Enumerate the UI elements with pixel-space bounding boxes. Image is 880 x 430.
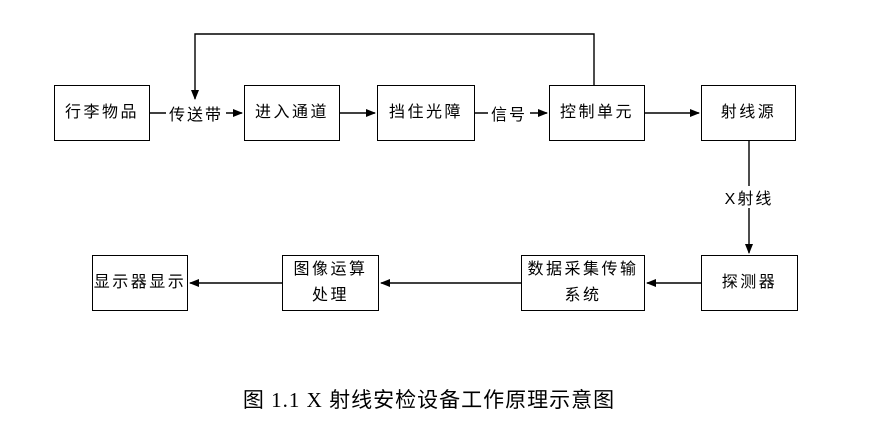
node-label: 进入通道 — [254, 104, 329, 121]
node-label-line1: 图像运算 — [293, 261, 368, 278]
edge-label-x-ray: X射线 — [722, 186, 776, 208]
figure-caption: 图 1.1 X 射线安检设备工作原理示意图 — [242, 388, 616, 412]
edge-label-text: 信号 — [490, 107, 527, 124]
node-label: 显示器显示 — [93, 274, 187, 291]
node-label: 挡住光障 — [388, 104, 463, 121]
node-label-line2: 系统 — [564, 287, 602, 304]
edge-label-signal: 信号 — [488, 102, 530, 124]
node-label: 行李物品 — [64, 104, 139, 121]
node-ray-source: 射线源 — [701, 85, 796, 141]
node-label: 控制单元 — [559, 104, 634, 121]
node-detector: 探测器 — [701, 255, 798, 311]
edge-label-conveyor-belt: 传送带 — [166, 101, 226, 124]
edge-label-text: X射线 — [724, 191, 774, 208]
edge-label-text: 传送带 — [168, 106, 223, 124]
node-luggage: 行李物品 — [54, 85, 150, 141]
node-label-line2: 处理 — [311, 287, 349, 304]
edge-control-feedback-to-conveyor — [191, 33, 595, 100]
node-block-barrier: 挡住光障 — [377, 85, 475, 141]
node-label: 射线源 — [720, 104, 777, 121]
node-image-processing: 图像运算 处理 — [282, 255, 379, 311]
node-enter-channel: 进入通道 — [244, 85, 340, 141]
node-label: 探测器 — [721, 274, 778, 291]
node-label-line1: 数据采集传输 — [527, 261, 639, 278]
node-display: 显示器显示 — [92, 255, 188, 311]
node-data-acquisition: 数据采集传输 系统 — [521, 255, 645, 311]
node-control-unit: 控制单元 — [549, 85, 645, 141]
